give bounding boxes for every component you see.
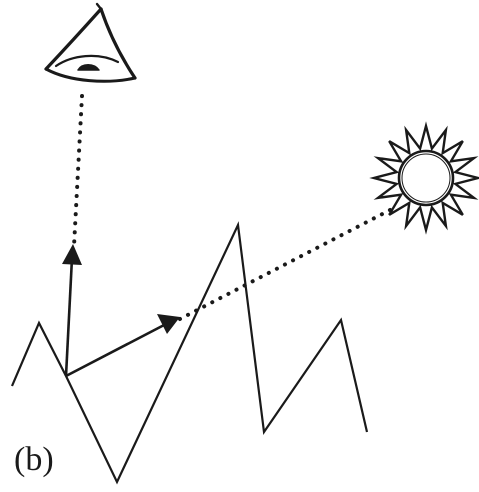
- incident-light-ray: [178, 210, 390, 320]
- view-ray: [74, 96, 82, 246]
- eye-icon: [46, 4, 135, 81]
- incidence-arrow: [66, 314, 180, 376]
- sun-icon: [374, 126, 478, 230]
- reflection-arrow: [62, 244, 82, 376]
- panel-label: (b): [14, 440, 54, 480]
